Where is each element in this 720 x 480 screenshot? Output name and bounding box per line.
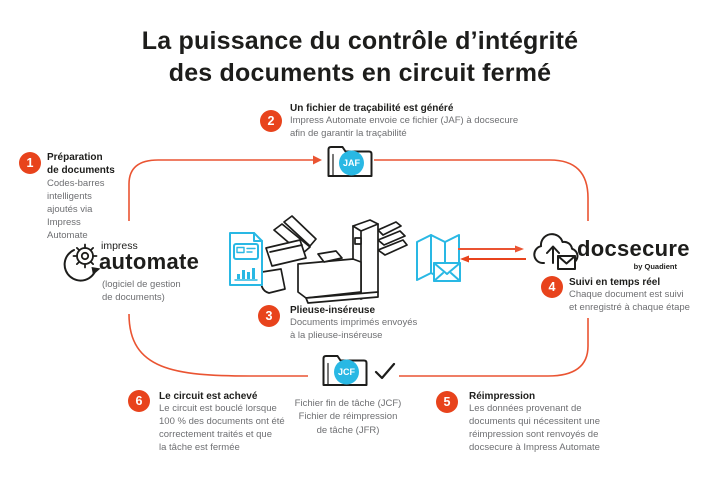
jaf-folder-icon: JAF xyxy=(327,146,373,177)
step-4-body: Chaque document est suivi et enregistré … xyxy=(569,289,690,313)
step-3-badge: 3 xyxy=(258,305,280,327)
step-1-body: Codes-barres intelligents ajoutés via Im… xyxy=(47,178,105,241)
step-4-badge: 4 xyxy=(541,276,563,298)
step-1-badge: 1 xyxy=(19,152,41,174)
document-barcode-icon xyxy=(229,232,263,286)
step-6-badge: 6 xyxy=(128,390,150,412)
impress-logo-word-top: impress xyxy=(101,240,138,252)
step-2-title: Un fichier de traçabilité est généré xyxy=(290,103,454,114)
step-2-badge: 2 xyxy=(260,110,282,132)
step-1-title: Préparation de documents xyxy=(47,152,115,177)
impress-logo-word-bottom: automate xyxy=(99,249,200,274)
step-2-body: Impress Automate envoie ce fichier (JAF)… xyxy=(290,115,519,139)
arrowhead-into-jaf xyxy=(313,155,322,165)
docsecure-logo-byline: by Quadient xyxy=(633,262,677,271)
step-5-title: Réimpression xyxy=(469,391,536,402)
svg-text:JAF: JAF xyxy=(343,158,361,168)
step-3-body: Documents imprimés envoyés à la plieuse-… xyxy=(290,317,418,341)
jcf-file-caption: Fichier fin de tâche (JCF) Fichier de ré… xyxy=(294,398,402,436)
step-6-body: Le circuit est bouclé lorsque 100 % des … xyxy=(159,403,285,453)
step-5-badge: 5 xyxy=(436,391,458,413)
step-6-title: Le circuit est achevé xyxy=(159,391,258,402)
folded-mail-icon xyxy=(416,234,461,282)
gear-arrow-icon xyxy=(63,243,101,282)
svg-text:JCF: JCF xyxy=(338,367,356,377)
page-title: La puissance du contrôle d’intégrité des… xyxy=(141,27,579,87)
folder-inserter-machine-illustration xyxy=(260,215,408,304)
impress-logo-caption: (logiciel de gestion de documents) xyxy=(102,279,181,304)
step-5-body: Les données provenant de documents qui n… xyxy=(469,403,600,453)
cloud-upload-mail-icon xyxy=(533,233,579,270)
step-4-title: Suivi en temps réel xyxy=(569,277,661,288)
check-icon xyxy=(374,362,396,380)
docsecure-logo-word: docsecure xyxy=(577,236,690,261)
sync-arrows-icon xyxy=(458,245,526,263)
jcf-folder-icon: JCF xyxy=(322,355,368,386)
step-3-title: Plieuse-inséreuse xyxy=(290,305,376,316)
